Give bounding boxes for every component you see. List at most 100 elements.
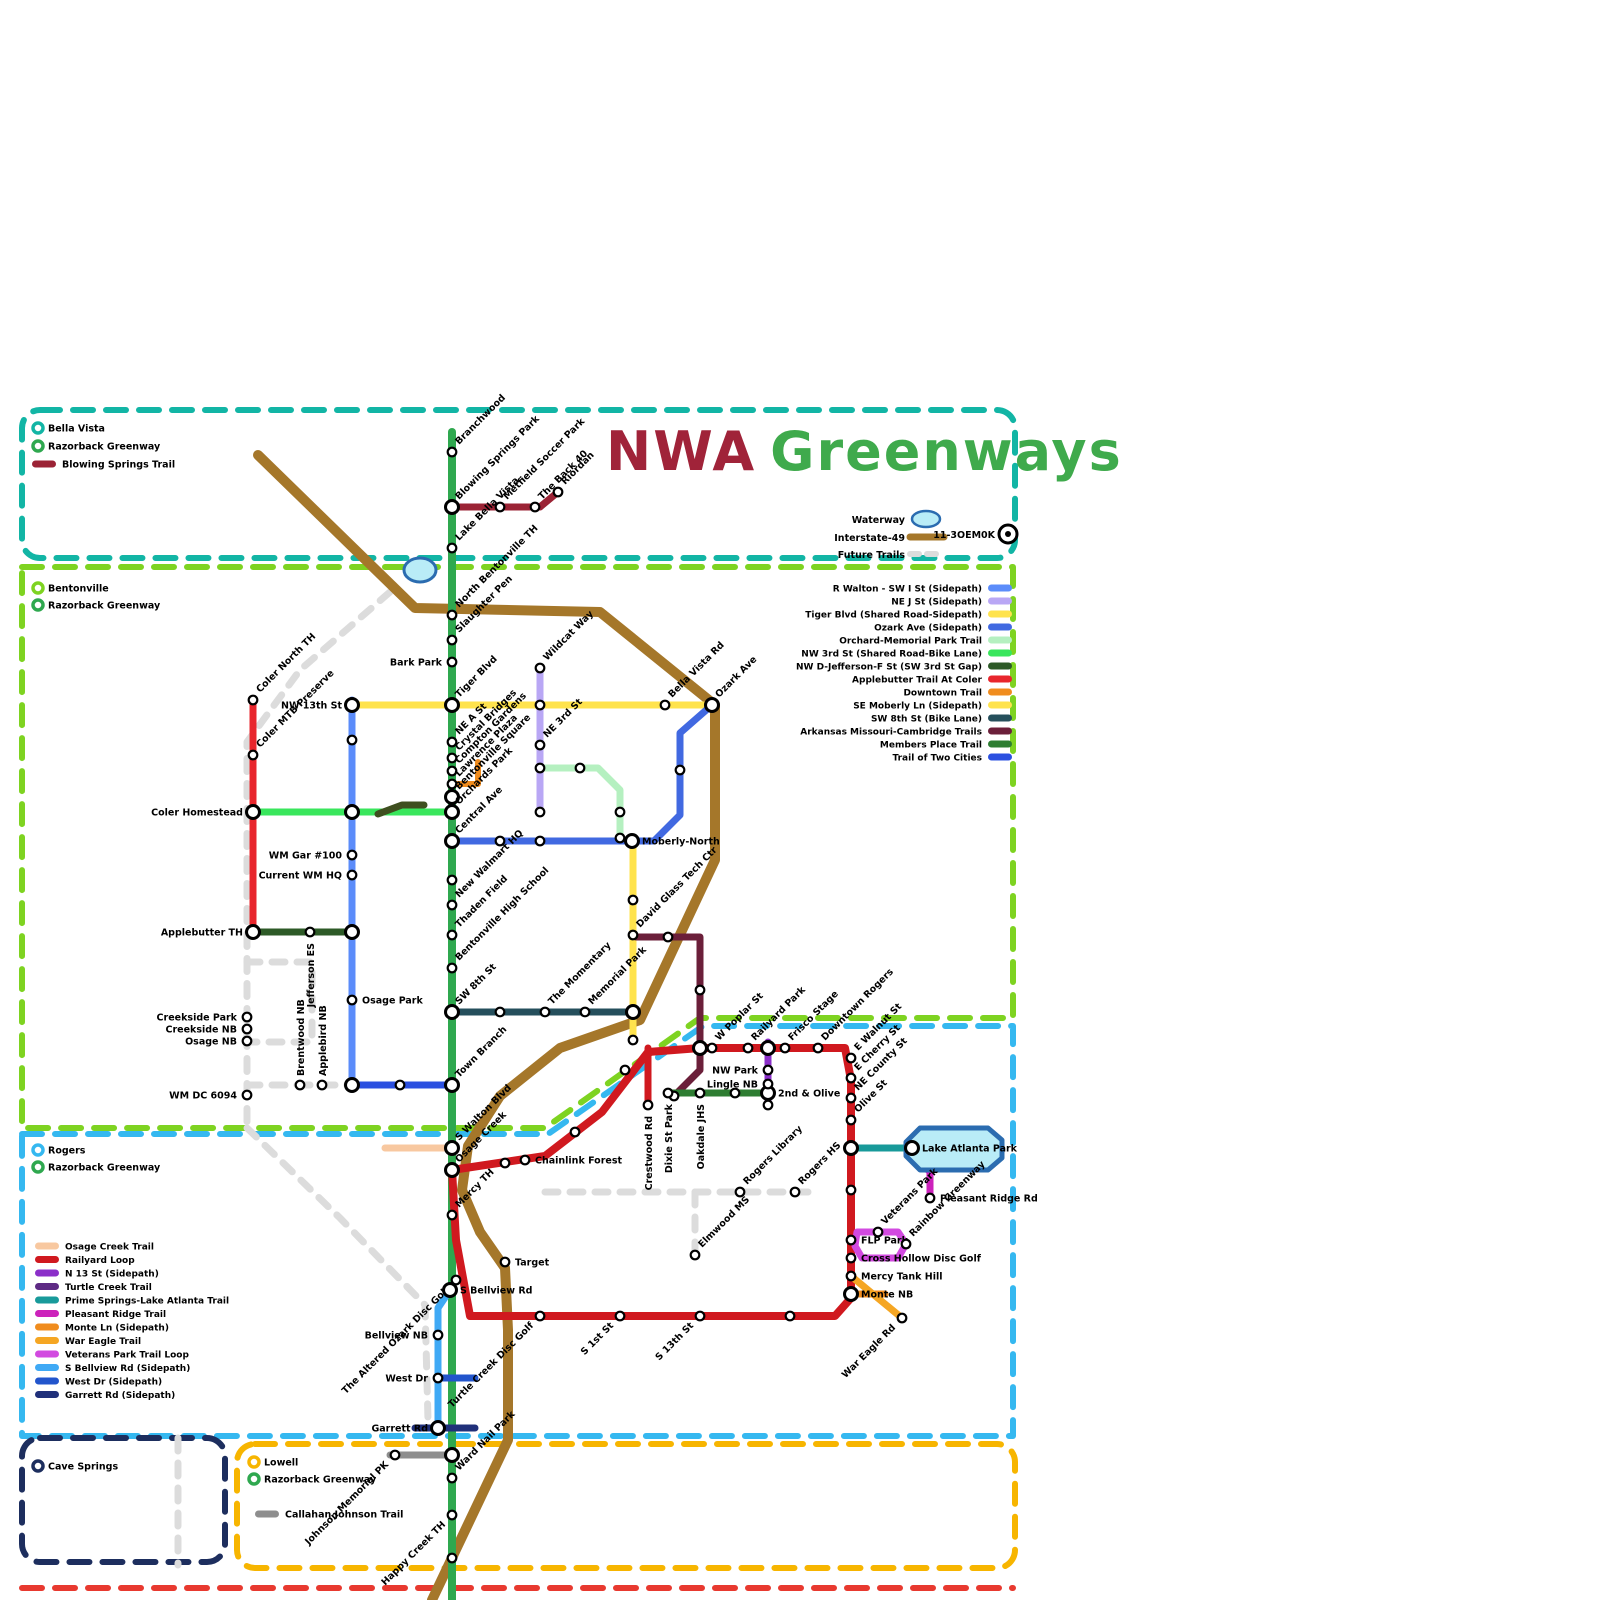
station bbox=[446, 446, 458, 458]
legend-item-swatch bbox=[35, 1350, 59, 1358]
station bbox=[845, 1052, 857, 1064]
station-label: Rogers HS bbox=[796, 1140, 843, 1187]
legend-item-swatch bbox=[35, 1391, 59, 1398]
legend-item-label: Prime Springs-Lake Atlanta Trail bbox=[65, 1297, 229, 1307]
station bbox=[446, 1209, 458, 1221]
legend-rogers-swatch bbox=[31, 1160, 45, 1174]
legend-item-swatch bbox=[35, 1364, 59, 1371]
station bbox=[662, 1087, 674, 1099]
station bbox=[444, 804, 460, 820]
station bbox=[499, 1157, 511, 1169]
station bbox=[539, 1006, 551, 1018]
station-label: WM DC 6094 bbox=[169, 1091, 237, 1102]
legend-item-label: N 13 St (Sidepath) bbox=[65, 1270, 159, 1280]
station bbox=[534, 762, 546, 774]
station bbox=[346, 849, 358, 861]
station bbox=[659, 699, 671, 711]
station-label: Garrett Rd bbox=[371, 1424, 428, 1435]
station bbox=[344, 804, 360, 820]
legend-rogers-swatch bbox=[31, 1143, 45, 1157]
station bbox=[389, 1449, 401, 1461]
station-label: Coler Homestead bbox=[151, 808, 243, 819]
legend-item-label: Railyard Loop bbox=[65, 1256, 135, 1266]
legend-lowell-label: Razorback Greenway bbox=[264, 1475, 377, 1486]
station bbox=[534, 699, 546, 711]
legend-item-swatch bbox=[35, 1296, 59, 1304]
legend-lowell-swatch bbox=[247, 1472, 261, 1486]
line-ozark-ave bbox=[451, 701, 716, 845]
station-label: Target bbox=[515, 1258, 550, 1269]
station bbox=[534, 806, 546, 818]
station-label: Brentwood NB bbox=[296, 999, 307, 1076]
station bbox=[627, 894, 639, 906]
legend-cave-springs-label: Cave Springs bbox=[48, 1462, 118, 1473]
station bbox=[444, 789, 460, 805]
legend-lowell-swatch bbox=[247, 1455, 261, 1469]
station bbox=[784, 1310, 796, 1322]
line-interstate-49 bbox=[253, 450, 720, 1600]
legend-item-label: NW 3rd St (Shared Road-Bike Lane) bbox=[801, 650, 982, 660]
station-label: Rogers Library bbox=[741, 1123, 805, 1187]
station bbox=[734, 1186, 746, 1198]
station bbox=[789, 1186, 801, 1198]
station-label: WM Gar #100 bbox=[269, 851, 343, 862]
station-label: Mercy Tank Hill bbox=[861, 1272, 943, 1283]
station bbox=[446, 1472, 458, 1484]
waterway-legend-label: Waterway bbox=[852, 515, 906, 526]
station bbox=[674, 764, 686, 776]
station bbox=[446, 929, 458, 941]
station bbox=[694, 1087, 706, 1099]
legend-item-label: Turtle Creek Trail bbox=[65, 1283, 152, 1293]
legend-bella-vista-swatch bbox=[31, 439, 45, 453]
station bbox=[446, 778, 458, 790]
station bbox=[845, 1114, 857, 1126]
station bbox=[662, 931, 674, 943]
station bbox=[692, 1040, 708, 1056]
legend-item-swatch bbox=[988, 701, 1012, 709]
station bbox=[241, 1023, 253, 1035]
station-label: War Eagle Rd bbox=[840, 1322, 898, 1380]
legend-item-label: Garrett Rd (Sidepath) bbox=[65, 1391, 175, 1401]
station-label: Osage NB bbox=[185, 1037, 237, 1048]
station bbox=[694, 1310, 706, 1322]
station bbox=[872, 1226, 884, 1238]
station bbox=[625, 1004, 641, 1020]
station bbox=[729, 1087, 741, 1099]
station-label: Town Branch bbox=[453, 1024, 509, 1080]
station bbox=[779, 1042, 791, 1054]
legend-item-label: NW D-Jefferson-F St (SW 3rd St Gap) bbox=[796, 663, 982, 673]
waterway-swatch bbox=[910, 509, 942, 529]
station bbox=[346, 869, 358, 881]
legend-item-label: Ozark Ave (Sidepath) bbox=[874, 624, 982, 634]
station bbox=[845, 1252, 857, 1264]
legend-cave-springs-swatch bbox=[31, 1459, 45, 1473]
station bbox=[534, 662, 546, 674]
station bbox=[394, 1079, 406, 1091]
station-label: Monte NB bbox=[861, 1290, 913, 1301]
station-label: Chainlink Forest bbox=[535, 1156, 622, 1167]
station bbox=[446, 752, 458, 764]
legend-item-swatch bbox=[35, 1310, 59, 1317]
station bbox=[689, 1249, 701, 1261]
legend-item-swatch bbox=[35, 1323, 59, 1331]
station bbox=[442, 1282, 458, 1298]
station-label: Cross Hollow Disc Golf bbox=[861, 1254, 982, 1265]
line-veterans-loop bbox=[851, 1228, 910, 1262]
station bbox=[432, 1329, 444, 1341]
station bbox=[845, 1072, 857, 1084]
station bbox=[444, 499, 460, 515]
station bbox=[494, 835, 506, 847]
legend-item-swatch bbox=[988, 662, 1012, 670]
station bbox=[704, 697, 720, 713]
station-label: Osage Park bbox=[362, 996, 423, 1007]
station-label: Johnson Memorial PK bbox=[302, 1459, 391, 1548]
station bbox=[614, 1310, 626, 1322]
station bbox=[845, 1092, 857, 1104]
station bbox=[627, 1034, 639, 1046]
legend-item-swatch bbox=[988, 740, 1012, 748]
station-label: Turtle Creek Disc Golf bbox=[446, 1320, 536, 1410]
station-label: NW Park bbox=[712, 1066, 759, 1077]
station bbox=[845, 1270, 857, 1282]
legend-item-label: NE J St (Sidepath) bbox=[891, 598, 982, 608]
